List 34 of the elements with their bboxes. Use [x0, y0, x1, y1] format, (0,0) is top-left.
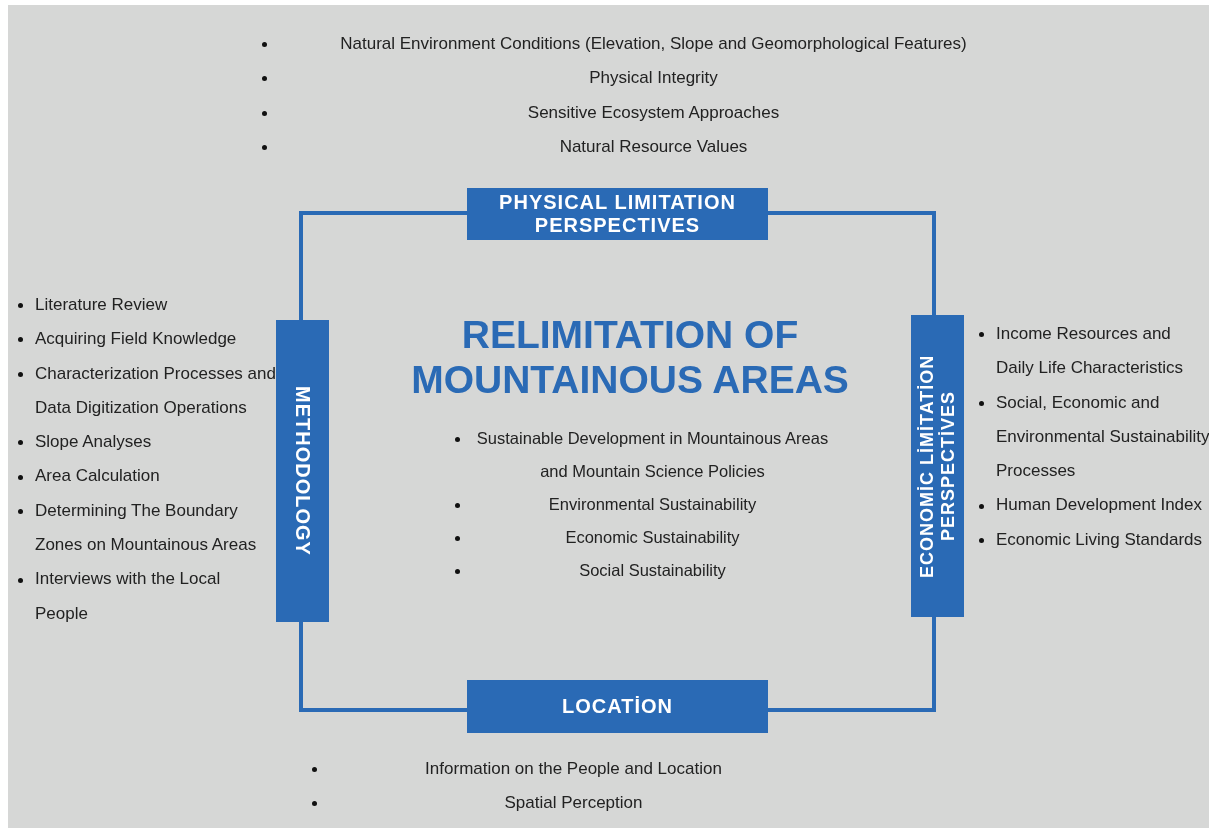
label-box — [467, 188, 768, 240]
frame-line — [299, 211, 467, 320]
bullet-text: Determining The Boundary Zones on Mountainous Areas — [35, 499, 258, 557]
bullet-text: Area Calculation — [35, 465, 161, 488]
bullet-text: Sensitive Ecosystem Approaches — [526, 101, 781, 124]
label-box — [276, 320, 329, 622]
bullet-text: Sustainable Development in Mountainous Areas and Mountain Science Policies — [475, 428, 830, 482]
bullet-text: Literature Review — [35, 294, 169, 316]
bullet-text: Characterization Processes and Data Digitization Operations — [35, 362, 276, 419]
box-label: ECONOMİC LİMİTATİON PERSPECTİVES — [916, 353, 959, 580]
diagram-title: RELIMITATION OF MOUNTAINOUS AREAS — [410, 312, 850, 402]
bullet-text: Spatial Perception — [503, 792, 644, 815]
bullet-text: Physical Integrity — [588, 67, 719, 90]
bullet-text: Social Sustainability — [578, 560, 727, 581]
bullet-text: Income Resources and Daily Life Characteristics — [996, 323, 1185, 380]
bullet-text: Human Development Index — [996, 494, 1203, 517]
bullet-text: Interviews with the Local People — [35, 568, 222, 625]
bullet-text: Economic Sustainability — [564, 527, 741, 548]
bullet-text: Acquiring Field Knowledge — [35, 328, 238, 351]
bullet-text: Economic Living Standards — [996, 528, 1203, 551]
bullet-text: Social, Economic and Environmental Sustainability Processes — [996, 391, 1209, 483]
frame-line — [768, 211, 936, 315]
box-label: LOCATİON — [562, 695, 673, 718]
frame-line — [768, 617, 936, 712]
box-label: METHODOLOGY — [291, 386, 314, 556]
label-box — [911, 315, 964, 617]
box-label: PHYSICAL LIMITATION PERSPECTIVES — [498, 191, 737, 237]
bullet-text: Environmental Sustainability — [547, 494, 758, 515]
frame-line — [299, 622, 467, 712]
bullet-text: Slope Analyses — [35, 431, 153, 454]
bullet-text: Information on the People and Location — [424, 758, 723, 780]
bullet-text: Natural Environment Conditions (Elevation, Slope and Geomorphological Features) — [339, 33, 968, 55]
label-box — [467, 680, 768, 733]
bullet-text: Natural Resource Values — [558, 135, 749, 158]
